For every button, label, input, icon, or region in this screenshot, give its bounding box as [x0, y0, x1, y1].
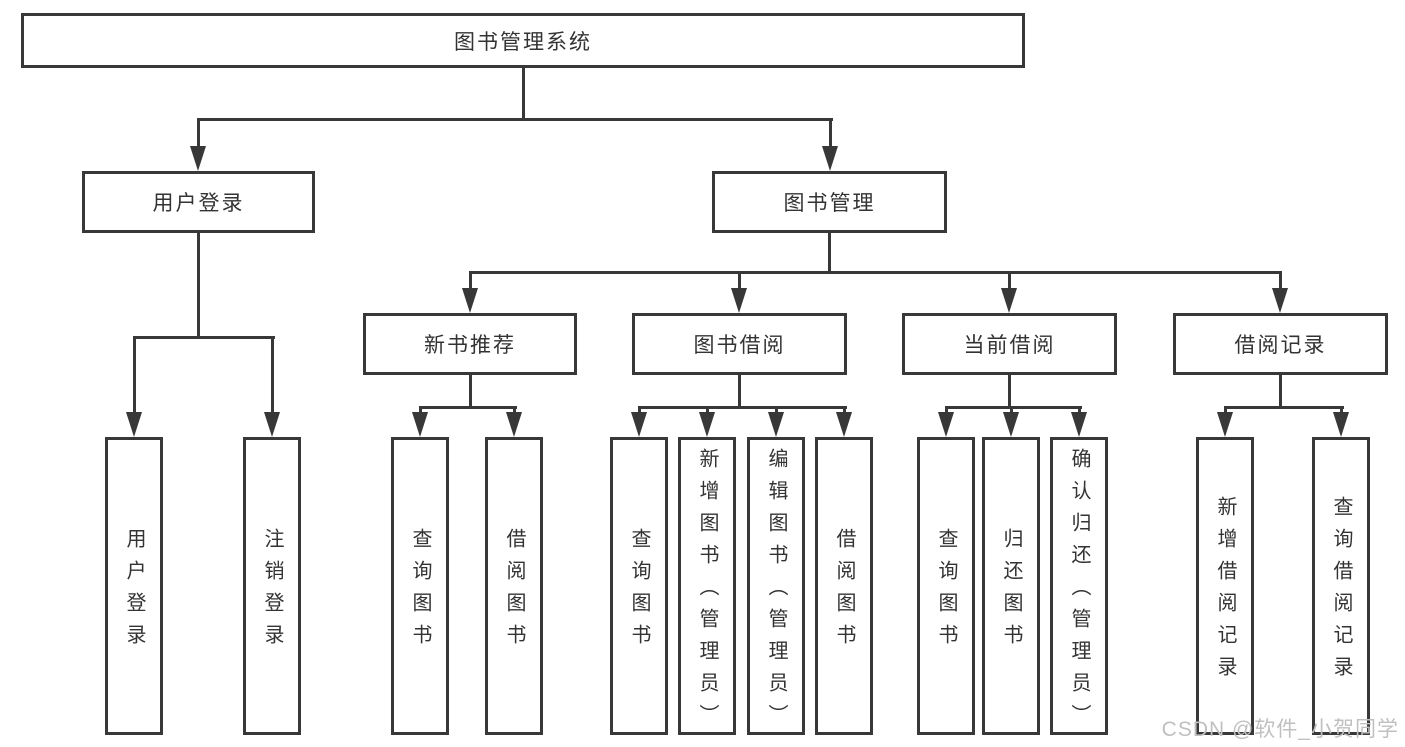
- node-label: 用户登录: [123, 528, 145, 656]
- connector-line: [1008, 375, 1011, 409]
- leaf-query-book-current: 查询图书: [917, 437, 975, 735]
- connector-line: [469, 271, 472, 291]
- node-label: 图书管理: [783, 192, 876, 215]
- leaf-query-borrow-record: 查询借阅记录: [1312, 437, 1370, 735]
- arrow-down-icon: [768, 412, 784, 437]
- node-label: 借阅图书: [503, 528, 525, 656]
- node-label: 借阅记录: [1234, 334, 1327, 357]
- connector-line: [469, 271, 1282, 274]
- connector-line: [829, 118, 832, 150]
- node-book-management: 图书管理: [712, 171, 947, 233]
- node-label: 新增图书（管理员）: [696, 448, 718, 736]
- node-label: 新增借阅记录: [1214, 496, 1236, 688]
- connector-line: [1008, 271, 1011, 291]
- leaf-add-borrow-record: 新增借阅记录: [1196, 437, 1254, 735]
- connector-line: [638, 406, 641, 416]
- leaf-logout: 注销登录: [243, 437, 301, 735]
- node-label: 查询借阅记录: [1330, 496, 1352, 688]
- node-label: 图书借阅: [693, 334, 786, 357]
- csdn-watermark: CSDN @软件_小贺同学: [1161, 718, 1399, 741]
- node-label: 查询图书: [935, 528, 957, 656]
- leaf-confirm-return-admin: 确认归还（管理员）: [1050, 437, 1108, 736]
- connector-line: [197, 118, 200, 150]
- node-label: 查询图书: [628, 528, 650, 656]
- node-label: 当前借阅: [963, 334, 1056, 357]
- leaf-borrow-book: 借阅图书: [815, 437, 873, 735]
- arrow-down-icon: [1003, 412, 1019, 437]
- connector-line: [1340, 406, 1343, 416]
- arrow-down-icon: [264, 412, 280, 437]
- connector-line: [1224, 406, 1227, 416]
- connector-line: [843, 406, 846, 416]
- arrow-down-icon: [126, 412, 142, 437]
- arrow-down-icon: [506, 412, 522, 437]
- leaf-return-book: 归还图书: [982, 437, 1040, 735]
- connector-line: [419, 406, 517, 409]
- node-label: 用户登录: [152, 192, 245, 215]
- arrow-down-icon: [938, 412, 954, 437]
- connector-line: [1224, 406, 1344, 409]
- arrow-down-icon: [822, 146, 838, 171]
- connector-line: [197, 118, 833, 121]
- leaf-query-book-borrowing: 查询图书: [610, 437, 668, 735]
- connector-line: [738, 375, 741, 409]
- connector-line: [1279, 271, 1282, 291]
- connector-line: [1279, 375, 1282, 409]
- leaf-borrow-book-recommend: 借阅图书: [485, 437, 543, 735]
- connector-line: [133, 336, 275, 339]
- arrow-down-icon: [412, 412, 428, 437]
- connector-line: [133, 336, 136, 416]
- node-label: 查询图书: [409, 528, 431, 656]
- node-library-management-system: 图书管理系统: [21, 13, 1025, 68]
- connector-line: [1010, 406, 1013, 416]
- node-user-login: 用户登录: [82, 171, 315, 233]
- arrow-down-icon: [1001, 288, 1017, 313]
- connector-line: [945, 406, 948, 416]
- connector-line: [271, 336, 274, 416]
- arrow-down-icon: [1272, 288, 1288, 313]
- node-book-borrowing: 图书借阅: [632, 313, 847, 375]
- leaf-query-book-recommend: 查询图书: [391, 437, 449, 735]
- node-label: 归还图书: [1000, 528, 1022, 656]
- connector-line: [706, 406, 709, 416]
- node-label: 图书管理系统: [454, 30, 592, 54]
- node-new-book-recommend: 新书推荐: [363, 313, 577, 375]
- arrow-down-icon: [631, 412, 647, 437]
- connector-line: [522, 68, 525, 120]
- node-label: 注销登录: [261, 528, 283, 656]
- node-current-borrowing: 当前借阅: [902, 313, 1117, 375]
- leaf-user-login: 用户登录: [105, 437, 163, 735]
- connector-line: [1078, 406, 1081, 416]
- arrow-down-icon: [836, 412, 852, 437]
- connector-line: [828, 233, 831, 274]
- connector-line: [945, 406, 1082, 409]
- connector-line: [513, 406, 516, 416]
- node-label: 编辑图书（管理员）: [765, 448, 787, 736]
- arrow-down-icon: [731, 288, 747, 313]
- connector-line: [469, 375, 472, 409]
- arrow-down-icon: [699, 412, 715, 437]
- leaf-edit-book-admin: 编辑图书（管理员）: [747, 437, 805, 736]
- arrow-down-icon: [190, 146, 206, 171]
- node-borrow-records: 借阅记录: [1173, 313, 1388, 375]
- connector-line: [638, 406, 847, 409]
- arrow-down-icon: [1333, 412, 1349, 437]
- node-label: 借阅图书: [833, 528, 855, 656]
- arrow-down-icon: [1217, 412, 1233, 437]
- connector-line: [419, 406, 422, 416]
- connector-line: [738, 271, 741, 291]
- connector-line: [775, 406, 778, 416]
- arrow-down-icon: [462, 288, 478, 313]
- node-label: 确认归还（管理员）: [1068, 448, 1090, 736]
- node-label: 新书推荐: [424, 334, 516, 357]
- leaf-add-book-admin: 新增图书（管理员）: [678, 437, 736, 736]
- connector-line: [197, 233, 200, 339]
- arrow-down-icon: [1071, 412, 1087, 437]
